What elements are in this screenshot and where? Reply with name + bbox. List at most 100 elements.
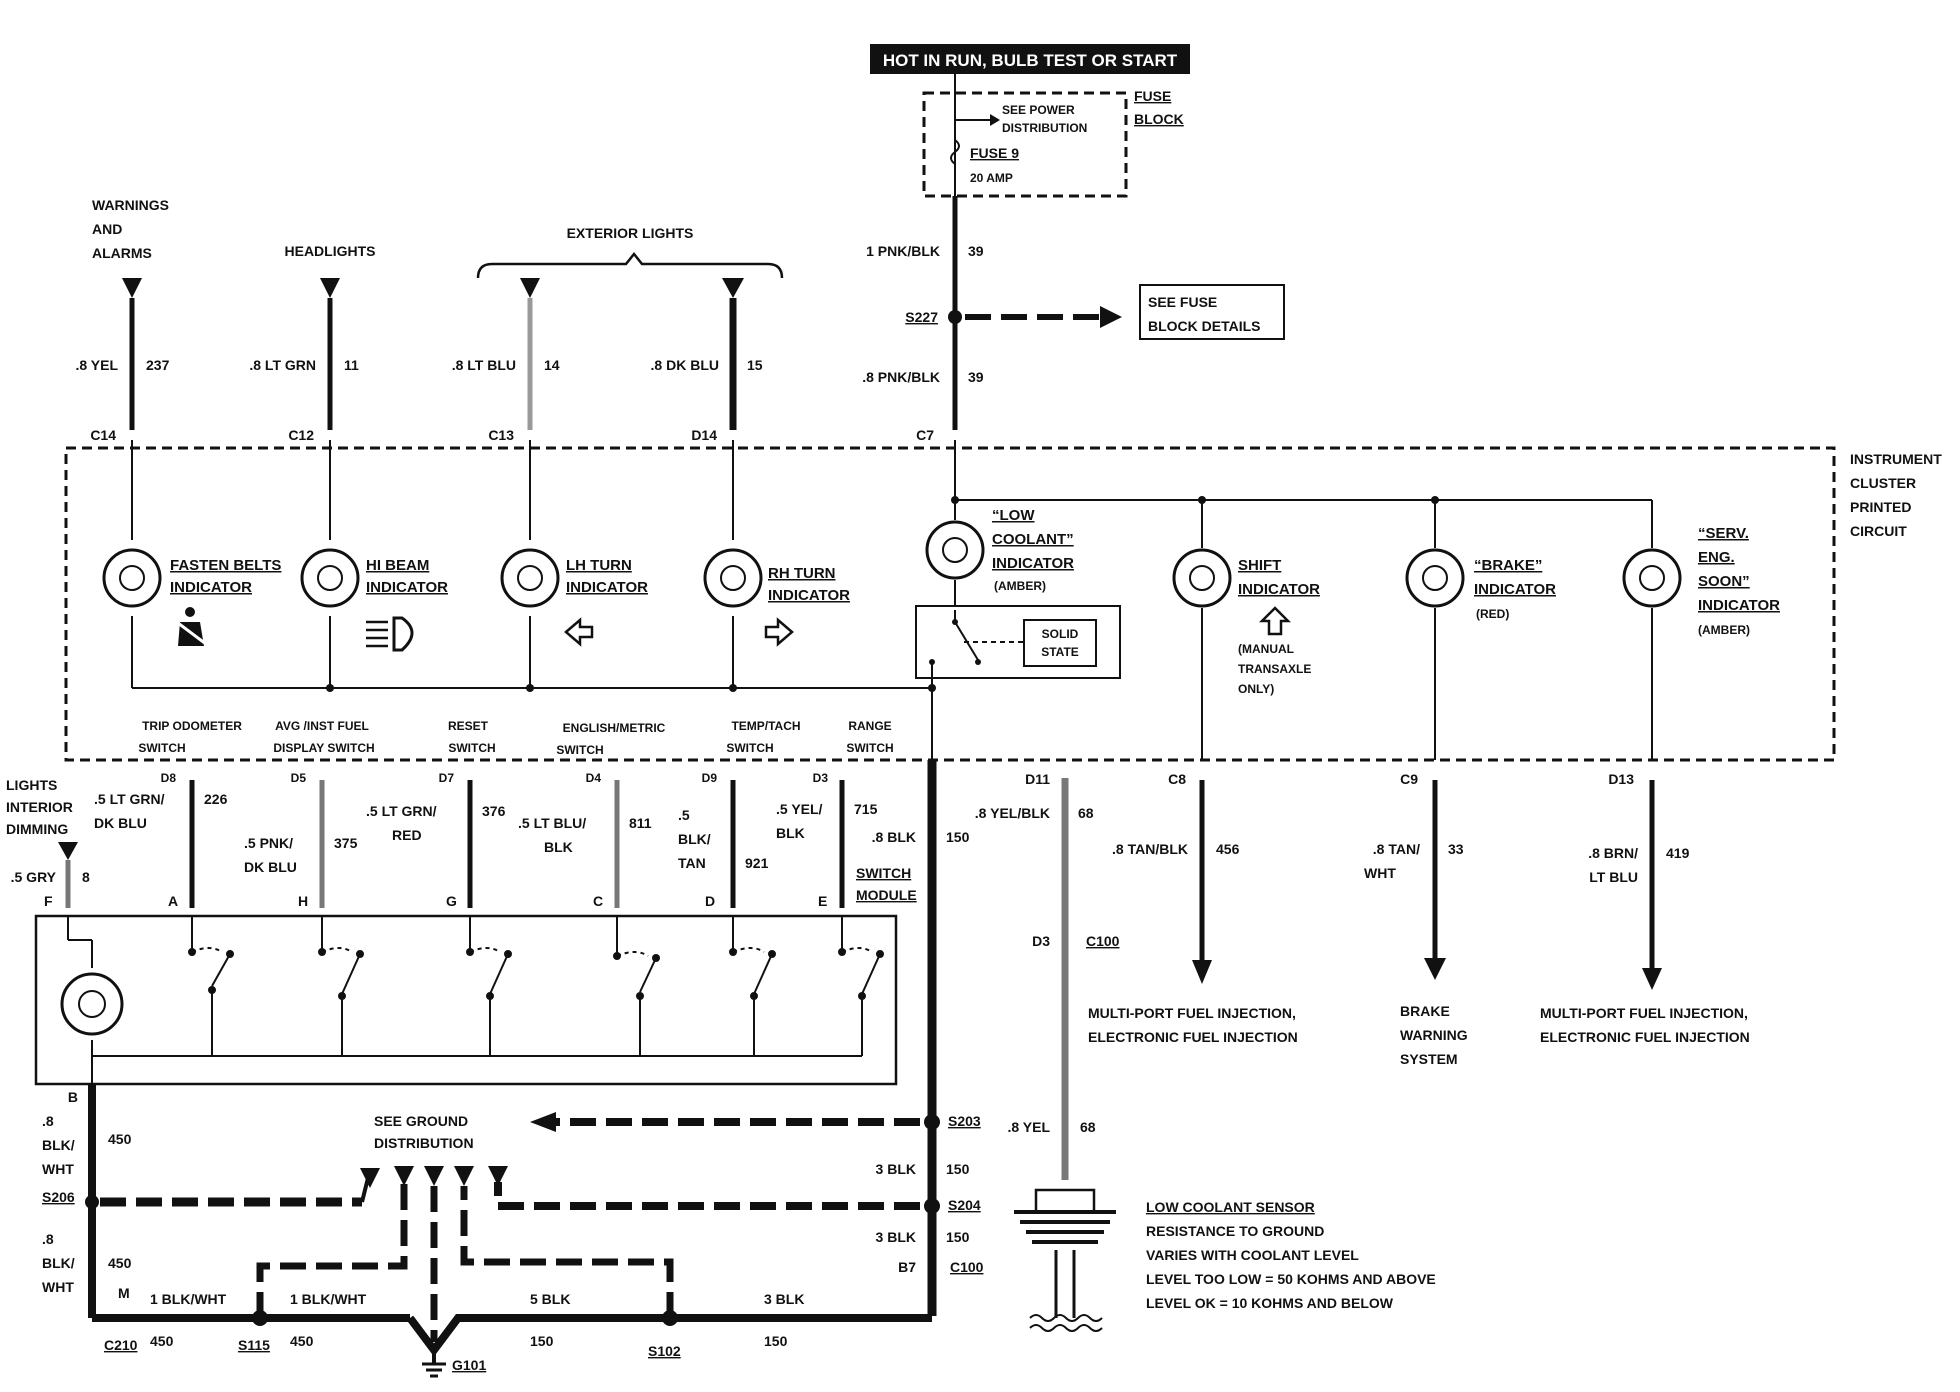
rout-gauge-68: .8 YEL/BLK: [975, 805, 1050, 821]
ground-w4-gauge: 1 BLK/WHT: [290, 1291, 367, 1307]
ground-g101: G101: [452, 1357, 486, 1373]
ground-w2-gauge-3: WHT: [42, 1279, 74, 1295]
rout-gauge-33-2: WHT: [1364, 865, 1396, 881]
ground-w3-gauge: 1 BLK/WHT: [150, 1291, 227, 1307]
sensor-desc-5: LEVEL OK = 10 KOHMS AND BELOW: [1146, 1295, 1394, 1311]
swire-pin-g: G: [446, 893, 457, 909]
dimming-circuit: 8: [82, 869, 90, 885]
swire-pin-h: H: [298, 893, 308, 909]
dimming-title-3: DIMMING: [6, 821, 68, 837]
sensor-desc-1: LOW COOLANT SENSOR: [1146, 1199, 1315, 1215]
swire-gauge-226-1: .5 LT GRN/: [94, 791, 165, 807]
indicator-low-coolant-1: “LOW: [992, 507, 1035, 524]
swire-conn-d9: D9: [702, 771, 718, 785]
ground-pin-b: B: [68, 1089, 78, 1105]
connector-c7: C7: [916, 427, 934, 443]
indicator-rh-turn-1: RH TURN: [768, 565, 836, 582]
swire-circuit-921: 921: [745, 855, 769, 871]
swire-gauge-921-2: BLK/: [678, 831, 711, 847]
ground-w2-gauge-2: BLK/: [42, 1255, 75, 1271]
switch-module-1: SWITCH: [856, 865, 911, 881]
rout-conn-d13: D13: [1608, 771, 1634, 787]
ground-w2-gauge-1: .8: [42, 1231, 54, 1247]
indicator-shift-sub-1: (MANUAL: [1238, 642, 1294, 656]
splice-s115-label: S115: [238, 1337, 270, 1353]
dimming-gauge: .5 GRY: [11, 869, 57, 885]
bulb-shift: [1172, 548, 1232, 608]
swire-gauge-375-2: DK BLU: [244, 859, 297, 875]
indicator-shift-sub-2: TRANSAXLE: [1238, 662, 1311, 676]
swire-pin-d: D: [705, 893, 715, 909]
splice-s204-label: S204: [948, 1197, 981, 1213]
switch-label-temp-1: TEMP/TACH: [731, 719, 800, 733]
switch-label-range-1: RANGE: [848, 719, 891, 733]
rout-dest-419-1: MULTI-PORT FUEL INJECTION,: [1540, 1005, 1748, 1021]
connector-c12: C12: [288, 427, 314, 443]
input-gauge-11: .8 LT GRN: [249, 357, 316, 373]
bulb-brake: [1405, 548, 1465, 608]
swire-conn-d7: D7: [439, 771, 455, 785]
input-wires: WARNINGS AND ALARMS .8 YEL 237 C14 HEADL…: [75, 197, 784, 443]
seatbelt-icon: [173, 607, 207, 646]
input-gauge-14: .8 LT BLU: [452, 357, 516, 373]
rout-conn-c9: C9: [1400, 771, 1418, 787]
cluster-outline: [64, 446, 1836, 762]
see-power-2: DISTRIBUTION: [1002, 121, 1087, 135]
swire-gauge-715-1: .5 YEL/: [776, 801, 823, 817]
ground-w7-circuit: 150: [946, 1161, 970, 1177]
swire-gauge-376-1: .5 LT GRN/: [366, 803, 437, 819]
rout-circuit-456: 456: [1216, 841, 1240, 857]
switch-module-outline: [34, 914, 898, 1086]
indicator-hi-beam-1: HI BEAM: [366, 557, 429, 574]
solid-state-box: [915, 605, 1121, 679]
switch-label-temp-2: SWITCH: [726, 741, 773, 755]
rout-gauge-33-1: .8 TAN/: [1373, 841, 1420, 857]
bulb-serv-eng: [1622, 548, 1682, 608]
fuse-block-label-2: BLOCK: [1134, 111, 1184, 127]
connector-d14: D14: [691, 427, 717, 443]
solid-state-1: SOLID: [1042, 627, 1079, 641]
indicator-shift-sub-3: ONLY): [1238, 682, 1274, 696]
splice-s204: [924, 1198, 940, 1214]
coolant-sensor: D3 C100 .8 YEL 68 LOW COOLANT SENSOR RES…: [1007, 933, 1436, 1332]
swire-gauge-376-2: RED: [392, 827, 422, 843]
right-outputs: D11 .8 YEL/BLK 68 C8 .8 TAN/BLK 456 MULT…: [975, 771, 1750, 1180]
bulb-hi-beam: [300, 548, 360, 608]
swire-circuit-226: 226: [204, 791, 228, 807]
see-fuse-details-2: BLOCK DETAILS: [1148, 318, 1261, 334]
see-ground-1: SEE GROUND: [374, 1113, 468, 1129]
input-gauge-15: .8 DK BLU: [651, 357, 719, 373]
dimming-pin-f: F: [44, 893, 53, 909]
input-circuit-14: 14: [544, 357, 560, 373]
switch-label-avg-2: DISPLAY SWITCH: [273, 741, 374, 755]
ground-w6-circuit: 150: [764, 1333, 788, 1349]
cluster-label-1: INSTRUMENT: [1850, 451, 1942, 467]
rout-dest-419-2: ELECTRONIC FUEL INJECTION: [1540, 1029, 1750, 1045]
fuse-amp: 20 AMP: [970, 171, 1013, 185]
ground-w5-gauge: 5 BLK: [530, 1291, 570, 1307]
indicator-lh-turn-1: LH TURN: [566, 557, 632, 574]
switch-label-reset-2: SWITCH: [448, 741, 495, 755]
coolant-c100: C100: [1086, 933, 1120, 949]
ground-w3-circuit: 450: [150, 1333, 174, 1349]
swire-conn-d3: D3: [813, 771, 829, 785]
indicator-brake-2: INDICATOR: [1474, 581, 1556, 598]
coolant-gauge: .8 YEL: [1007, 1119, 1050, 1135]
rout-dest-456-2: ELECTRONIC FUEL INJECTION: [1088, 1029, 1298, 1045]
switch-label-trip-2: SWITCH: [138, 741, 185, 755]
swire-gauge-715-2: BLK: [776, 825, 805, 841]
indicator-serv-eng-sub: (AMBER): [1698, 623, 1750, 637]
dimming-title-1: LIGHTS: [6, 777, 57, 793]
coolant-c100-pin: D3: [1032, 933, 1050, 949]
cluster-label-2: CLUSTER: [1850, 475, 1916, 491]
right-arrow-icon: [764, 617, 794, 647]
instrument-cluster: INSTRUMENT CLUSTER PRINTED CIRCUIT: [64, 440, 1942, 762]
bulb-fasten-belts: [102, 548, 162, 608]
splice-s102-label: S102: [648, 1343, 681, 1359]
sensor-desc-3: VARIES WITH COOLANT LEVEL: [1146, 1247, 1359, 1263]
swire-circuit-715: 715: [854, 801, 878, 817]
ground-w1-gauge-1: .8: [42, 1113, 54, 1129]
swire-pin-a: A: [168, 893, 178, 909]
rout-dest-33-1: BRAKE: [1400, 1003, 1450, 1019]
